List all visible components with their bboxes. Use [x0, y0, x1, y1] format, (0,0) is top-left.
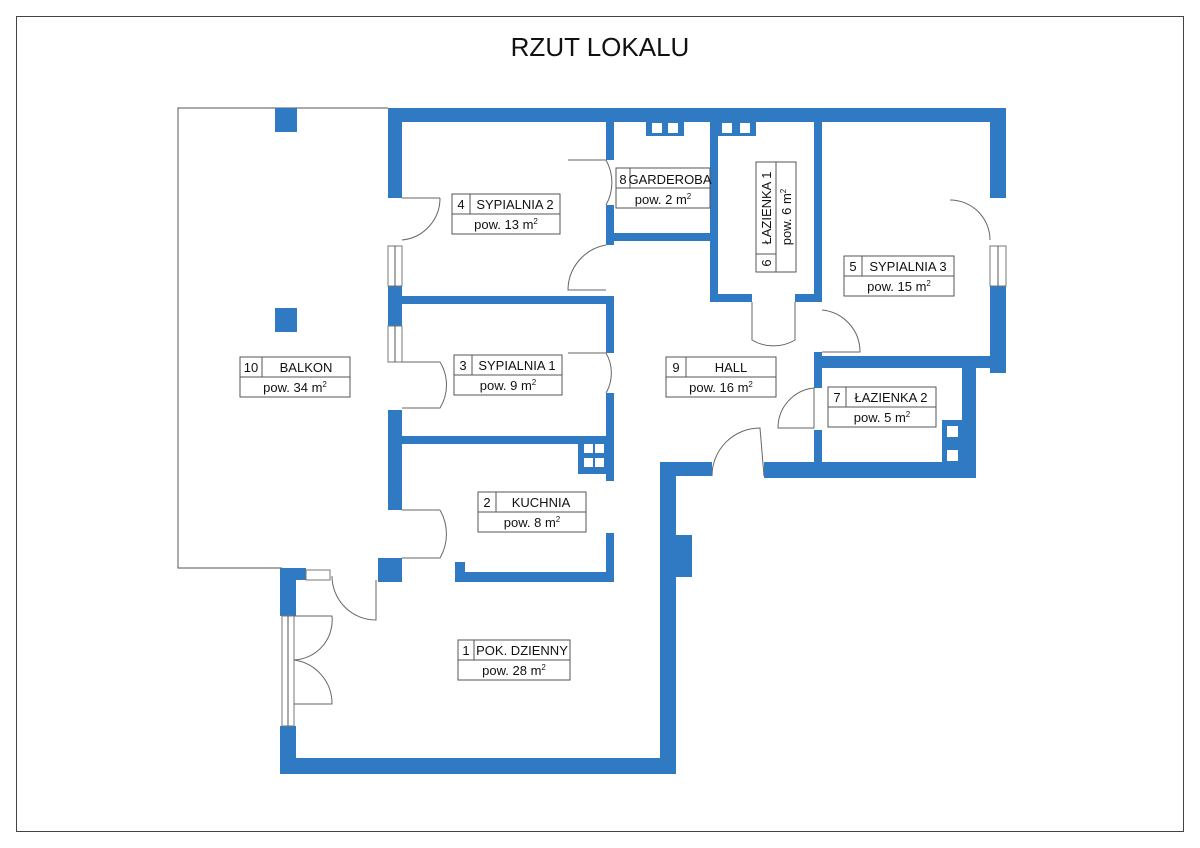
svg-text:pow. 28 m2: pow. 28 m2 — [482, 663, 546, 678]
room-label-balkon: 10 BALKON pow. 34 m2 — [239, 356, 351, 398]
svg-text:pow. 2 m2: pow. 2 m2 — [635, 192, 692, 207]
room-number: 9 — [672, 360, 679, 375]
svg-text:pow. 5 m2: pow. 5 m2 — [854, 410, 911, 425]
room-label-pokoj-dzienny: 1 POK. DZIENNY pow. 28 m2 — [457, 639, 571, 681]
room-number: 8 — [619, 172, 626, 187]
room-label-sypialnia1: 3 SYPIALNIA 1 pow. 9 m2 — [453, 354, 563, 396]
balcony-outline — [177, 107, 388, 569]
windows — [281, 245, 1007, 727]
room-label-lazienka2: 7 ŁAZIENKA 2 pow. 5 m2 — [827, 386, 937, 428]
svg-text:pow. 6 m2: pow. 6 m2 — [779, 188, 794, 245]
room-area: pow. 34 m — [263, 380, 322, 395]
area-unit-sup: 2 — [926, 279, 931, 288]
room-area: pow. 28 m — [482, 663, 541, 678]
room-number: 2 — [483, 495, 490, 510]
room-name: HALL — [715, 360, 748, 375]
page-frame — [16, 16, 1184, 832]
room-number: 1 — [462, 643, 469, 658]
svg-text:pow. 8 m2: pow. 8 m2 — [504, 515, 561, 530]
ventilation-shafts — [578, 122, 964, 474]
area-unit-sup: 2 — [906, 410, 911, 419]
room-area: pow. 9 m — [480, 378, 532, 393]
room-area: pow. 16 m — [689, 380, 748, 395]
room-label-sypialnia2: 4 SYPIALNIA 2 pow. 13 m2 — [451, 193, 561, 235]
svg-text:pow. 34 m2: pow. 34 m2 — [263, 380, 327, 395]
walls — [280, 108, 1006, 774]
room-name: ŁAZIENKA 2 — [855, 390, 928, 405]
svg-text:pow. 9 m2: pow. 9 m2 — [480, 378, 537, 393]
room-area: pow. 13 m — [474, 217, 533, 232]
area-unit-sup: 2 — [687, 192, 692, 201]
svg-text:pow. 16 m2: pow. 16 m2 — [689, 380, 753, 395]
room-name: ŁAZIENKA 1 — [759, 172, 774, 245]
svg-text:pow. 15 m2: pow. 15 m2 — [867, 279, 931, 294]
room-name: BALKON — [280, 360, 333, 375]
room-area: pow. 15 m — [867, 279, 926, 294]
room-number: 3 — [459, 358, 466, 373]
room-label-kuchnia: 2 KUCHNIA pow. 8 m2 — [477, 491, 587, 533]
room-area: pow. 5 m — [854, 410, 906, 425]
room-name: GARDEROBA — [628, 172, 711, 187]
area-unit-sup: 2 — [779, 188, 788, 193]
room-number: 4 — [457, 197, 464, 212]
room-label-sypialnia3: 5 SYPIALNIA 3 pow. 15 m2 — [843, 255, 955, 297]
area-unit-sup: 2 — [556, 515, 561, 524]
area-unit-sup: 2 — [533, 217, 538, 226]
room-number: 6 — [759, 259, 774, 266]
room-label-lazienka1: 6 ŁAZIENKA 1 pow. 6 m2 — [755, 161, 797, 273]
room-name: SYPIALNIA 2 — [476, 197, 553, 212]
plan-title: RZUT LOKALU — [511, 32, 690, 62]
area-unit-sup: 2 — [532, 378, 537, 387]
window-living-top — [305, 569, 331, 581]
room-label-garderoba: 8 GARDEROBA pow. 2 m2 — [615, 167, 712, 209]
svg-text:pow. 13 m2: pow. 13 m2 — [474, 217, 538, 232]
room-area: pow. 2 m — [635, 192, 687, 207]
doors — [293, 159, 991, 705]
area-unit-sup: 2 — [541, 663, 546, 672]
room-number: 7 — [833, 390, 840, 405]
room-number: 5 — [849, 259, 856, 274]
room-number: 10 — [244, 360, 258, 375]
shaft-top-1 — [646, 122, 684, 136]
room-name: SYPIALNIA 3 — [869, 259, 946, 274]
room-area: pow. 6 m — [779, 193, 794, 245]
area-unit-sup: 2 — [322, 380, 327, 389]
shaft-top-2 — [718, 122, 756, 136]
room-name: POK. DZIENNY — [476, 643, 568, 658]
area-unit-sup: 2 — [748, 380, 753, 389]
room-area: pow. 8 m — [504, 515, 556, 530]
shaft-kitchen — [578, 440, 606, 474]
room-name: SYPIALNIA 1 — [478, 358, 555, 373]
shaft-lazienka2 — [942, 420, 964, 468]
room-name: KUCHNIA — [512, 495, 571, 510]
room-label-hall: 9 HALL pow. 16 m2 — [665, 356, 777, 398]
